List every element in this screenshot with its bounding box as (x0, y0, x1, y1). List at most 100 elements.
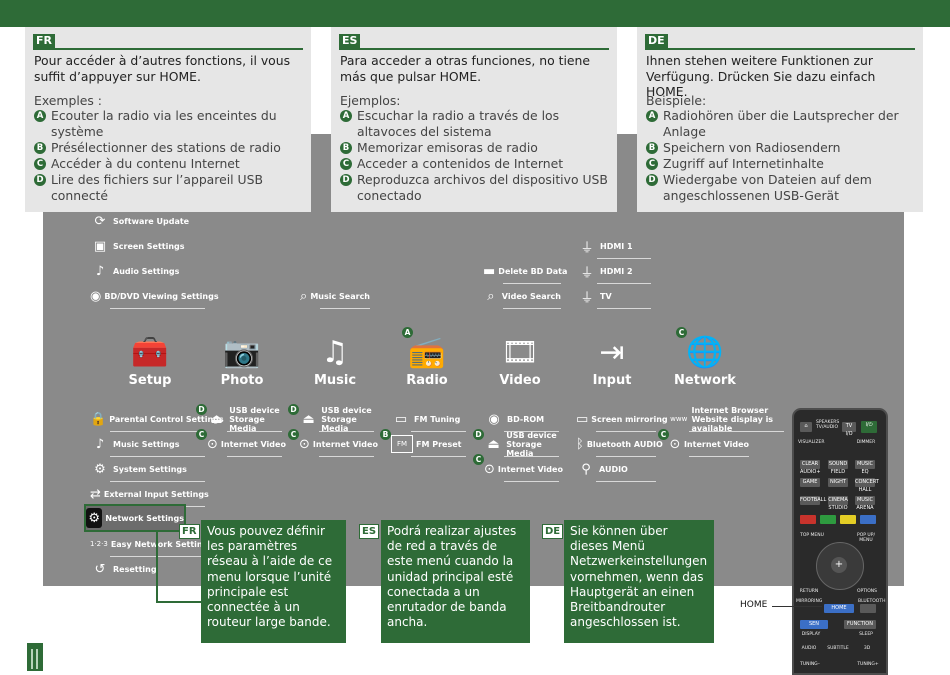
connector-line (156, 601, 202, 603)
home-button[interactable]: HOME (824, 604, 854, 613)
menu-system-settings[interactable]: ⚙System Settings (90, 459, 205, 482)
menu-bd-dvd-viewing-settings[interactable]: ◉BD/DVD Viewing Settings (90, 286, 219, 309)
system-settings-icon: ⚙ (94, 461, 106, 477)
menu-network-settings[interactable]: ⚙Network Settings (84, 504, 186, 532)
menu-photo-internet-video[interactable]: ⊙Internet Video (207, 434, 286, 457)
sleep-label: SLEEP (859, 632, 873, 637)
bluetooth-button[interactable] (860, 604, 876, 613)
game-button[interactable]: GAME (800, 478, 820, 487)
internet-video-icon: ⊙ (669, 436, 681, 452)
lang-box-es: ES Para acceder a otras funciones, no ti… (331, 27, 617, 212)
category-network[interactable]: 🌐Network (665, 330, 745, 388)
menu-software-update[interactable]: ⟳Software Update (90, 211, 205, 231)
menu-screen-mirroring[interactable]: ▭Screen mirroring (576, 409, 668, 432)
night-button[interactable]: NIGHT (828, 478, 848, 487)
menu-delete-bd-data[interactable]: ▬Delete BD Data (483, 261, 567, 284)
audio-settings-icon: ♪ (95, 263, 105, 279)
callout-fr: FR Vous pouvez définir les paramètres ré… (179, 520, 346, 643)
menu-video-search[interactable]: ⌕Video Search (483, 286, 561, 309)
badge-a: A (646, 110, 658, 122)
tv-power-button[interactable]: TV I/O (842, 422, 856, 437)
menu-tv[interactable]: ⏚TV (577, 286, 651, 309)
speakers-label: SPEAKERS TV/AUDIO (816, 420, 840, 430)
callout-text: Vous pouvez définir les paramètres résea… (207, 524, 333, 630)
folder-icon: ▬ (483, 263, 496, 279)
enter-button[interactable]: + (831, 557, 847, 573)
category-radio[interactable]: 📻Radio (387, 330, 467, 388)
menu-video-internet-video[interactable]: ⊙Internet Video (484, 459, 563, 482)
callout-text: Sie können über dieses Menü Netzwerkeins… (570, 524, 708, 630)
connector-line (156, 530, 158, 603)
menu-external-input-settings[interactable]: ⇄External Input Settings (90, 484, 209, 507)
menu-hdmi-2[interactable]: ⏚HDMI 2 (577, 261, 651, 284)
music-eq-button[interactable]: MUSIC EQ (855, 460, 875, 475)
category-setup[interactable]: 🧰Setup (110, 330, 190, 388)
menu-music-internet-video[interactable]: ⊙Internet Video (299, 434, 378, 457)
badge-b: B (34, 142, 46, 154)
home-house-icon[interactable]: ⌂ (800, 422, 812, 432)
usb-icon: ⏏ (302, 411, 315, 427)
menu-fm-tuning[interactable]: ▭FM Tuning (391, 409, 466, 432)
remote-control: ⌂ SPEAKERS TV/AUDIO TV I/O I/⏻ VISUALIZE… (792, 408, 888, 675)
menu-bd-rom[interactable]: ◉BD-ROM (484, 409, 559, 432)
menu-audio-settings[interactable]: ♪Audio Settings (90, 261, 205, 281)
sen-button[interactable]: SEN (800, 620, 828, 629)
visualizer-label: VISUALIZER (798, 440, 825, 445)
yellow-button[interactable] (840, 515, 856, 524)
menu-audio[interactable]: ⚲AUDIO (576, 459, 656, 482)
menu-video-usb[interactable]: ⏏USB device Storage Media (484, 431, 559, 458)
tuning-plus-label: TUNING+ (857, 662, 879, 667)
examples-label: Exemples : (34, 93, 102, 108)
input-icon: ⇥ (599, 335, 625, 370)
menu-screen-settings[interactable]: ▣Screen Settings (90, 236, 205, 256)
globe-settings-icon: ⚙ (86, 508, 103, 528)
menu-network-internet-video[interactable]: ⊙Internet Video (669, 434, 749, 457)
internet-video-icon: ⊙ (207, 436, 218, 452)
power-button[interactable]: I/⏻ (861, 421, 877, 433)
menu-parental-control-settings[interactable]: 🔒Parental Control Settings (90, 409, 224, 432)
sound-field-button[interactable]: SOUND FIELD (828, 460, 848, 475)
intro-text: Ihnen stehen weitere Funktionen zur Verf… (646, 53, 876, 99)
external-input-icon: ⇄ (90, 486, 101, 502)
music-arena-button[interactable]: MUSIC ARENA (855, 496, 875, 511)
cinema-studio-button[interactable]: CINEMA STUDIO (828, 496, 848, 511)
category-music[interactable]: ♫Music (295, 330, 375, 388)
menu-photo-usb[interactable]: ⏏USB device Storage Media (207, 406, 282, 433)
menu-music-search[interactable]: ⌕Music Search (300, 286, 370, 309)
badge-a: A (340, 110, 352, 122)
category-photo[interactable]: 📷Photo (202, 330, 282, 388)
callout-de: DE Sie können über dieses Menü Netzwerke… (542, 520, 714, 643)
menu-hdmi-1[interactable]: ⏚HDMI 1 (577, 236, 651, 259)
badge-c: C (196, 429, 207, 440)
tuning-minus-label: TUNING– (800, 662, 820, 667)
home-pointer-line (772, 606, 822, 607)
green-button[interactable] (820, 515, 836, 524)
badge-b: B (340, 142, 352, 154)
menu-resetting[interactable]: ↺Resetting (90, 559, 205, 579)
red-button[interactable] (800, 515, 816, 524)
internet-video-icon: ⊙ (484, 461, 495, 477)
blue-button[interactable] (860, 515, 876, 524)
top-menu-label: TOP MENU (800, 533, 824, 538)
menu-music-usb[interactable]: ⏏USB device Storage Media (299, 406, 374, 433)
category-input[interactable]: ⇥Input (572, 330, 652, 388)
badge-d: D (34, 174, 46, 186)
football-button[interactable]: FOOTBALL (800, 496, 827, 505)
concert-hall-button[interactable]: CONCERT HALL (855, 478, 879, 493)
camera-icon: 📷 (223, 335, 261, 370)
lang-tag: FR (179, 524, 200, 539)
disc-settings-icon: ◉ (90, 288, 102, 304)
home-label: HOME (740, 600, 768, 610)
category-video[interactable]: 🎞Video (480, 330, 560, 388)
badge-d: D (288, 404, 299, 415)
menu-music-settings[interactable]: ♪Music Settings (90, 434, 205, 457)
function-button[interactable]: FUNCTION (844, 620, 876, 629)
examples-label: Beispiele: (646, 93, 707, 108)
clear-audio-button[interactable]: CLEAR AUDIO+ (800, 460, 821, 475)
